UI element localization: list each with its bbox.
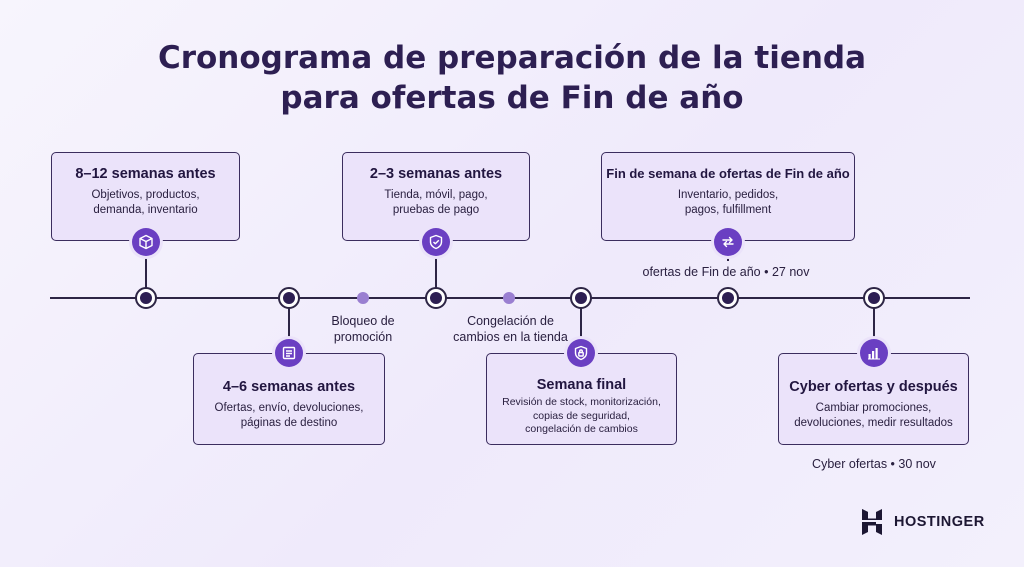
timeline-node-stage-4: [570, 287, 592, 309]
stage-card-text: Inventario, pedidos, pagos, fulfillment: [677, 189, 779, 216]
connector-stage-4: [580, 308, 582, 353]
stage-card-3: 2–3 semanas antes Tienda, móvil, pago, p…: [342, 152, 530, 241]
stage-card-6: Cyber ofertas y después Cambiar promocio…: [778, 353, 969, 445]
brand-name: HOSTINGER: [894, 514, 985, 530]
milestone-label-promo-lock: Bloqueo de promoción: [331, 314, 395, 344]
bar-chart-icon: [860, 339, 888, 367]
page-title: Cronograma de preparación de la tienda p…: [0, 38, 1024, 118]
connector-stage-1: [145, 241, 147, 288]
date-label-cyber: Cyber ofertas • 30 nov: [812, 457, 936, 471]
stage-card-1: 8–12 semanas antes Objetivos, productos,…: [51, 152, 240, 241]
timeline-node-stage-3: [425, 287, 447, 309]
stage-card-text: Cambiar promociones, devoluciones, medir…: [794, 402, 953, 429]
milestone-dot-promo-lock: [357, 292, 369, 304]
stage-card-title: 2–3 semanas antes: [369, 166, 503, 182]
milestone-label-store-freeze: Congelación de cambios en la tienda: [453, 314, 568, 344]
shield-check-icon: [422, 228, 450, 256]
stage-card-title: 4–6 semanas antes: [222, 379, 356, 395]
connector-stage-3: [435, 241, 437, 288]
box-icon: [132, 228, 160, 256]
timeline-node-stage-5: [717, 287, 739, 309]
stage-card-title: 8–12 semanas antes: [75, 166, 216, 182]
title-line-2: para ofertas de Fin de año: [280, 80, 744, 116]
timeline-node-stage-2: [278, 287, 300, 309]
stage-card-4: Semana final Revisión de stock, monitori…: [486, 353, 677, 445]
date-label-black-friday: ofertas de Fin de año • 27 nov: [642, 265, 810, 279]
timeline-node-stage-6: [863, 287, 885, 309]
title-line-1: Cronograma de preparación de la tienda: [157, 40, 867, 76]
stage-card-title: Cyber ofertas y después: [789, 379, 958, 395]
stage-card-2: 4–6 semanas antes Ofertas, envío, devolu…: [193, 353, 385, 445]
connector-stage-2: [288, 308, 290, 353]
stage-card-title: Fin de semana de ofertas de Fin de año: [606, 166, 850, 181]
stage-card-text: Tienda, móvil, pago, pruebas de pago: [384, 189, 488, 216]
document-icon: [275, 339, 303, 367]
stage-card-text: Ofertas, envío, devoluciones, páginas de…: [214, 402, 364, 429]
stage-card-text: Objetivos, productos, demanda, inventari…: [91, 189, 200, 216]
stage-card-5: Fin de semana de ofertas de Fin de año I…: [601, 152, 855, 241]
connector-stage-6: [873, 308, 875, 353]
exchange-arrows-icon: [714, 228, 742, 256]
stage-card-text: Revisión de stock, monitorización, copia…: [502, 396, 661, 435]
timeline-node-stage-1: [135, 287, 157, 309]
stage-card-title: Semana final: [536, 377, 627, 393]
hostinger-logo-icon: [862, 509, 882, 535]
shield-lock-icon: [567, 339, 595, 367]
milestone-dot-store-freeze: [503, 292, 515, 304]
